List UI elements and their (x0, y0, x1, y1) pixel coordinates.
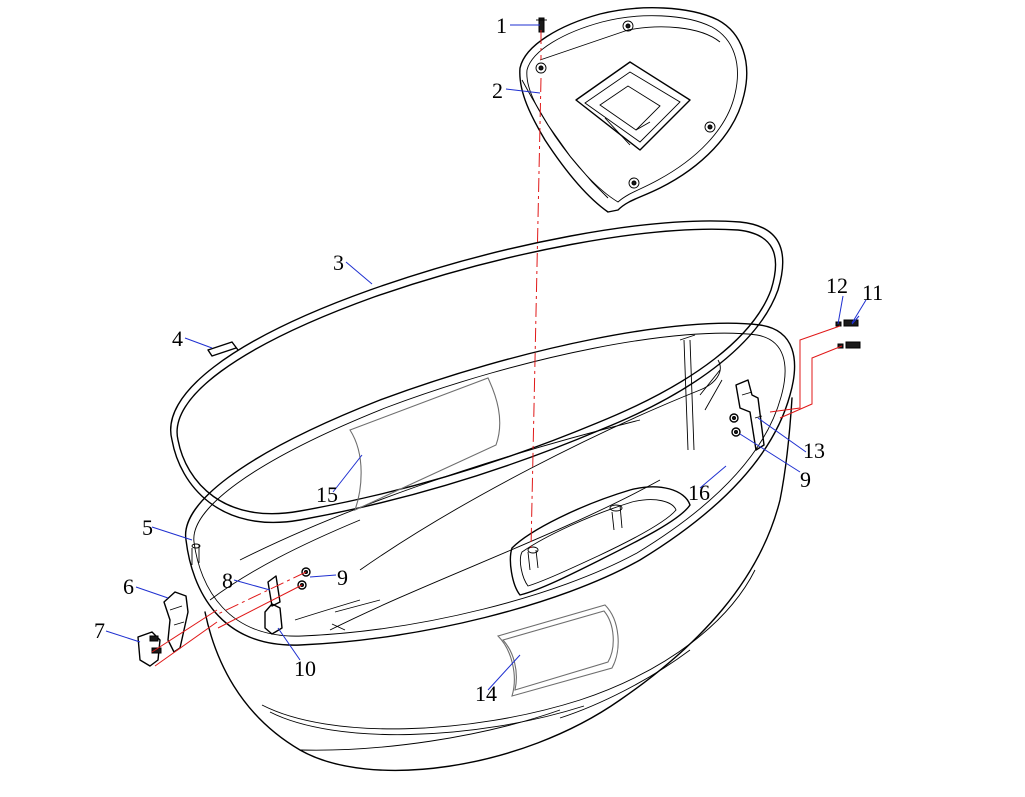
part-10-hook (264, 603, 283, 635)
callout-2: 2 (492, 78, 503, 103)
part-11-12-screws (835, 319, 861, 349)
part-14-outer-label (496, 604, 619, 697)
callout-9-right: 9 (800, 467, 811, 492)
part-6-latch (163, 591, 189, 653)
part-9-nuts-right (729, 413, 741, 437)
callout-10: 10 (294, 656, 316, 681)
part-16-case-body (184, 322, 796, 771)
callout-4: 4 (172, 326, 183, 351)
callout-8: 8 (222, 568, 233, 593)
callout-3: 3 (333, 250, 344, 275)
callout-14: 14 (475, 681, 497, 706)
callout-12: 12 (826, 273, 848, 298)
callout-6: 6 (123, 574, 134, 599)
callout-16: 16 (688, 480, 710, 505)
callout-7: 7 (94, 618, 105, 643)
part-15-inner-label (349, 377, 501, 512)
part-8-pin (267, 575, 281, 607)
leader-lines (105, 24, 867, 691)
part-4-clip (207, 341, 239, 357)
part-13-hinge (735, 379, 765, 451)
callout-5: 5 (142, 515, 153, 540)
part-9-nuts-left (297, 567, 311, 590)
part-2-lid-insert (519, 7, 748, 213)
assembly-lines (151, 30, 843, 667)
callout-11: 11 (862, 280, 883, 305)
callout-15: 15 (316, 482, 338, 507)
callout-9-left: 9 (337, 565, 348, 590)
callout-labels: 1 2 3 4 5 6 7 8 9 9 10 11 12 13 14 15 16 (94, 13, 883, 706)
callout-1: 1 (496, 13, 507, 38)
part-3-lid-seal (170, 220, 784, 524)
callout-13: 13 (803, 438, 825, 463)
part-7-button (137, 631, 162, 667)
